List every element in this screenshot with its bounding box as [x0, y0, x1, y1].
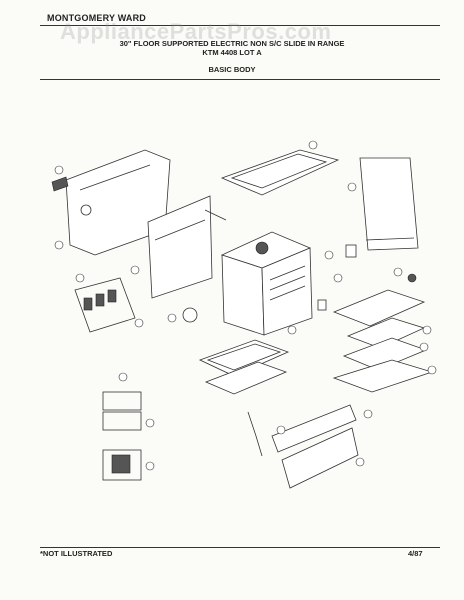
small-part-insets: [102, 391, 142, 481]
broiler-pan: [198, 339, 290, 395]
oven-body: [220, 231, 313, 336]
header-rule-bottom: [40, 79, 440, 80]
side-panel: [147, 195, 227, 299]
footer-note: *NOT ILLUSTRATED: [40, 549, 113, 558]
diagram-title: 30" FLOOR SUPPORTED ELECTRIC NON S/C SLI…: [119, 39, 345, 48]
section-title: BASIC BODY: [208, 65, 256, 74]
back-panel: [51, 149, 171, 256]
watermark: AppliancePartsPros.com: [60, 19, 332, 44]
drawer-front: [247, 404, 359, 489]
brand-name: MONTGOMERY WARD: [47, 13, 146, 23]
right-side-panel: [359, 157, 419, 251]
element-block-inset: [74, 277, 136, 333]
knob-parts: [182, 244, 417, 323]
model-lot: KTM 4408 LOT A: [202, 48, 262, 57]
footer-rule: [40, 547, 440, 548]
oven-racks: [332, 289, 434, 393]
callout-markers: [54, 140, 437, 471]
footer-date: 4/87: [408, 549, 423, 558]
header-rule-top: [40, 25, 440, 26]
cooktop: [220, 149, 340, 196]
